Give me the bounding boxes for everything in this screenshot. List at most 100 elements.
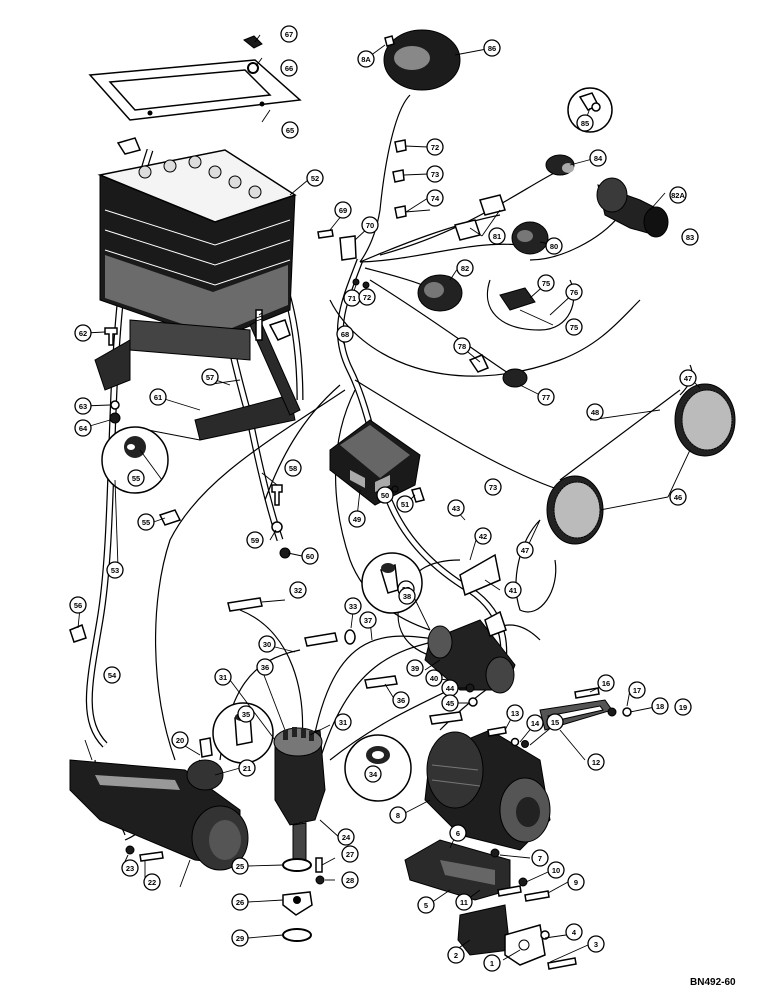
- callout-56: 56: [69, 596, 87, 614]
- callout-61: 61: [149, 388, 167, 406]
- callout-label: 51: [401, 500, 409, 509]
- callout-label: 4: [572, 928, 577, 937]
- callout-label: 14: [531, 719, 540, 728]
- callout-circle: [171, 731, 189, 749]
- callout-circle: [406, 659, 424, 677]
- callout-label: 68: [341, 330, 349, 339]
- battery-tray: [94, 319, 301, 441]
- callout-circle: [474, 527, 492, 545]
- callout-label: 71: [348, 294, 356, 303]
- callout-circle: [453, 337, 471, 355]
- callout-60: 60: [301, 547, 319, 565]
- callout-label: 48: [591, 408, 599, 417]
- callout-label: 31: [339, 718, 347, 727]
- callout-36: 36: [392, 691, 410, 709]
- callout-label: 57: [206, 373, 214, 382]
- callout-46: 46: [669, 488, 687, 506]
- coil-bracket: [459, 553, 507, 637]
- lock-washer: [247, 62, 259, 74]
- callout-circle: [441, 694, 459, 712]
- callout-83: 83: [681, 228, 699, 246]
- callout-circle: [246, 531, 264, 549]
- callout-circle: [506, 704, 524, 722]
- callout-2: 2: [447, 946, 465, 964]
- terminal-connectors: [352, 139, 407, 289]
- callout-19: 19: [674, 698, 692, 716]
- callout-label: 21: [243, 764, 251, 773]
- callout-label: 64: [79, 424, 88, 433]
- starter-bolts: [125, 737, 213, 862]
- wing-nut: [243, 35, 263, 49]
- callout-circle: [426, 138, 444, 156]
- callout-label: 73: [489, 483, 497, 492]
- callout-70: 70: [361, 216, 379, 234]
- callout-82a: 82A: [669, 186, 687, 204]
- callout-circle: [587, 935, 605, 953]
- callout-label: 30: [263, 640, 271, 649]
- callout-label: 36: [261, 663, 269, 672]
- callout-16: 16: [597, 674, 615, 692]
- battery-tray-nut: [109, 400, 121, 424]
- callout-22: 22: [143, 873, 161, 891]
- callout-label: 47: [521, 546, 529, 555]
- callout-circle: [359, 611, 377, 629]
- callout-label: 32: [294, 586, 302, 595]
- callout-label: 40: [430, 674, 438, 683]
- callout-circle: [483, 954, 501, 972]
- callout-73: 73: [426, 165, 444, 183]
- callout-circle: [121, 859, 139, 877]
- callout-circle: [281, 121, 299, 139]
- callout-label: 84: [594, 154, 603, 163]
- callout-label: 20: [176, 736, 184, 745]
- callout-54: 54: [103, 666, 121, 684]
- callout-label: 75: [542, 279, 550, 288]
- callout-8: 8: [389, 806, 407, 824]
- callout-label: 75: [570, 323, 578, 332]
- callout-39: 39: [406, 659, 424, 677]
- callout-label: 65: [286, 126, 294, 135]
- callout-48: 48: [586, 403, 604, 421]
- callout-circle: [103, 666, 121, 684]
- callout-75: 75: [537, 274, 555, 292]
- callout-4: 4: [565, 923, 583, 941]
- callout-67: 67: [280, 25, 298, 43]
- callout-73: 73: [484, 478, 502, 496]
- callout-circle: [334, 201, 352, 219]
- callout-circle: [545, 237, 563, 255]
- callout-label: 63: [79, 402, 87, 411]
- callout-36: 36: [256, 658, 274, 676]
- callout-label: 10: [552, 866, 560, 875]
- callout-55: 55: [127, 469, 145, 487]
- callout-circle: [516, 541, 534, 559]
- callout-label: 60: [306, 552, 314, 561]
- hold-down-bolt: [255, 309, 263, 341]
- callout-23: 23: [121, 859, 139, 877]
- callout-49: 49: [348, 510, 366, 528]
- callout-35: 35: [237, 705, 255, 723]
- callout-label: 53: [111, 566, 119, 575]
- callout-circle: [74, 324, 92, 342]
- callout-circle: [425, 669, 443, 687]
- callout-circle: [231, 929, 249, 947]
- battery: [97, 149, 297, 341]
- callout-50: 50: [376, 486, 394, 504]
- callout-25: 25: [231, 857, 249, 875]
- callout-circle: [344, 597, 362, 615]
- callout-label: 52: [311, 174, 319, 183]
- callout-64: 64: [74, 419, 92, 437]
- callout-circle: [306, 169, 324, 187]
- callout-label: 18: [656, 702, 664, 711]
- callout-1: 1: [483, 954, 501, 972]
- callout-label: 15: [551, 718, 559, 727]
- callout-21: 21: [238, 759, 256, 777]
- callout-85: 85: [576, 114, 594, 132]
- callout-label: 33: [349, 602, 357, 611]
- callout-5: 5: [417, 896, 435, 914]
- callout-label: 82A: [671, 191, 685, 200]
- callout-circle: [392, 691, 410, 709]
- callout-63: 63: [74, 397, 92, 415]
- callout-circle: [565, 923, 583, 941]
- callout-circle: [565, 283, 583, 301]
- callout-circle: [258, 635, 276, 653]
